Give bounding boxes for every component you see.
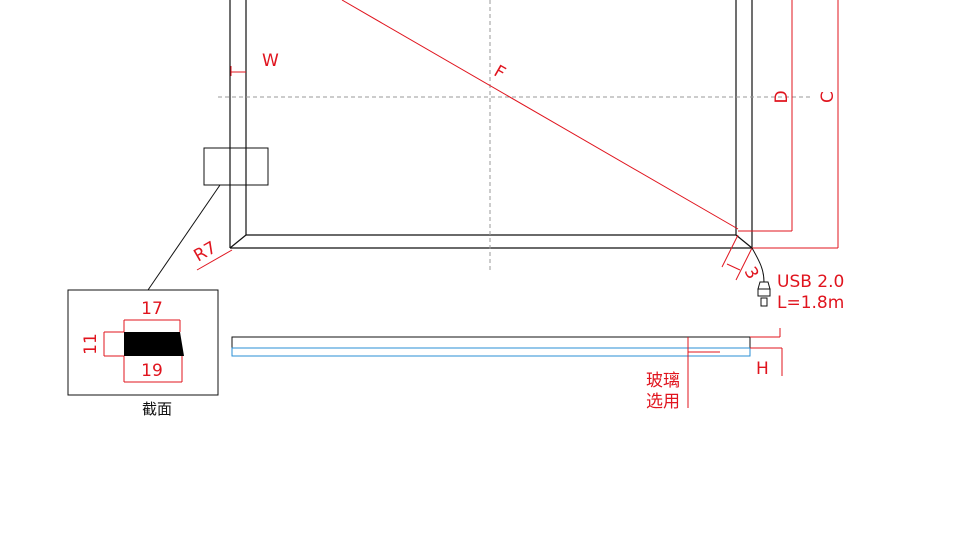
dimension-label-d: D <box>772 90 792 103</box>
dimension-label-c: C <box>818 91 838 103</box>
cross-section-detail: 17 11 19 <box>67 289 219 396</box>
section-marker-box <box>203 147 269 186</box>
corner-radius-label-r7: R7 <box>191 238 221 267</box>
section-bottom-width-label: 19 <box>141 361 163 381</box>
diagonal-dimension-line <box>341 0 739 230</box>
cable-length-label: L=1.8m <box>777 293 844 313</box>
section-top-width-label: 17 <box>141 299 163 319</box>
cross-section-profile <box>124 332 184 356</box>
usb-plug-icon <box>757 281 771 307</box>
glass-callout-lines <box>687 337 720 408</box>
diagonal-label-f: F <box>490 62 508 84</box>
frame-bevel-left <box>229 234 247 249</box>
height-h-dimension <box>750 328 783 376</box>
r7-leader-line <box>196 249 233 271</box>
side-view-glass-strip <box>231 347 751 357</box>
frame-width-label-w: W <box>262 51 279 71</box>
frame-outline <box>229 0 753 249</box>
height-label-h: H <box>756 359 769 379</box>
width-w-dimension <box>230 66 246 76</box>
usb-version-label: USB 2.0 <box>777 272 844 292</box>
cross-section-frame <box>67 289 219 396</box>
offset-3-dimension <box>721 234 753 281</box>
center-lines <box>218 0 810 272</box>
side-view <box>231 336 751 357</box>
glass-selection-label-line2: 选用 <box>646 392 680 412</box>
dimension-c-bracket <box>752 0 839 249</box>
frame-bevel-right <box>735 234 753 249</box>
section-caption: 截面 <box>142 400 172 418</box>
glass-selection-label-line1: 玻璃 <box>646 371 680 391</box>
section-height-label: 11 <box>81 333 101 355</box>
section-leader-line <box>147 184 221 291</box>
usb-cable <box>751 247 765 283</box>
dimension-d-bracket <box>738 0 793 232</box>
side-view-frame-strip <box>231 336 751 349</box>
section-dimension-lines <box>103 319 183 383</box>
